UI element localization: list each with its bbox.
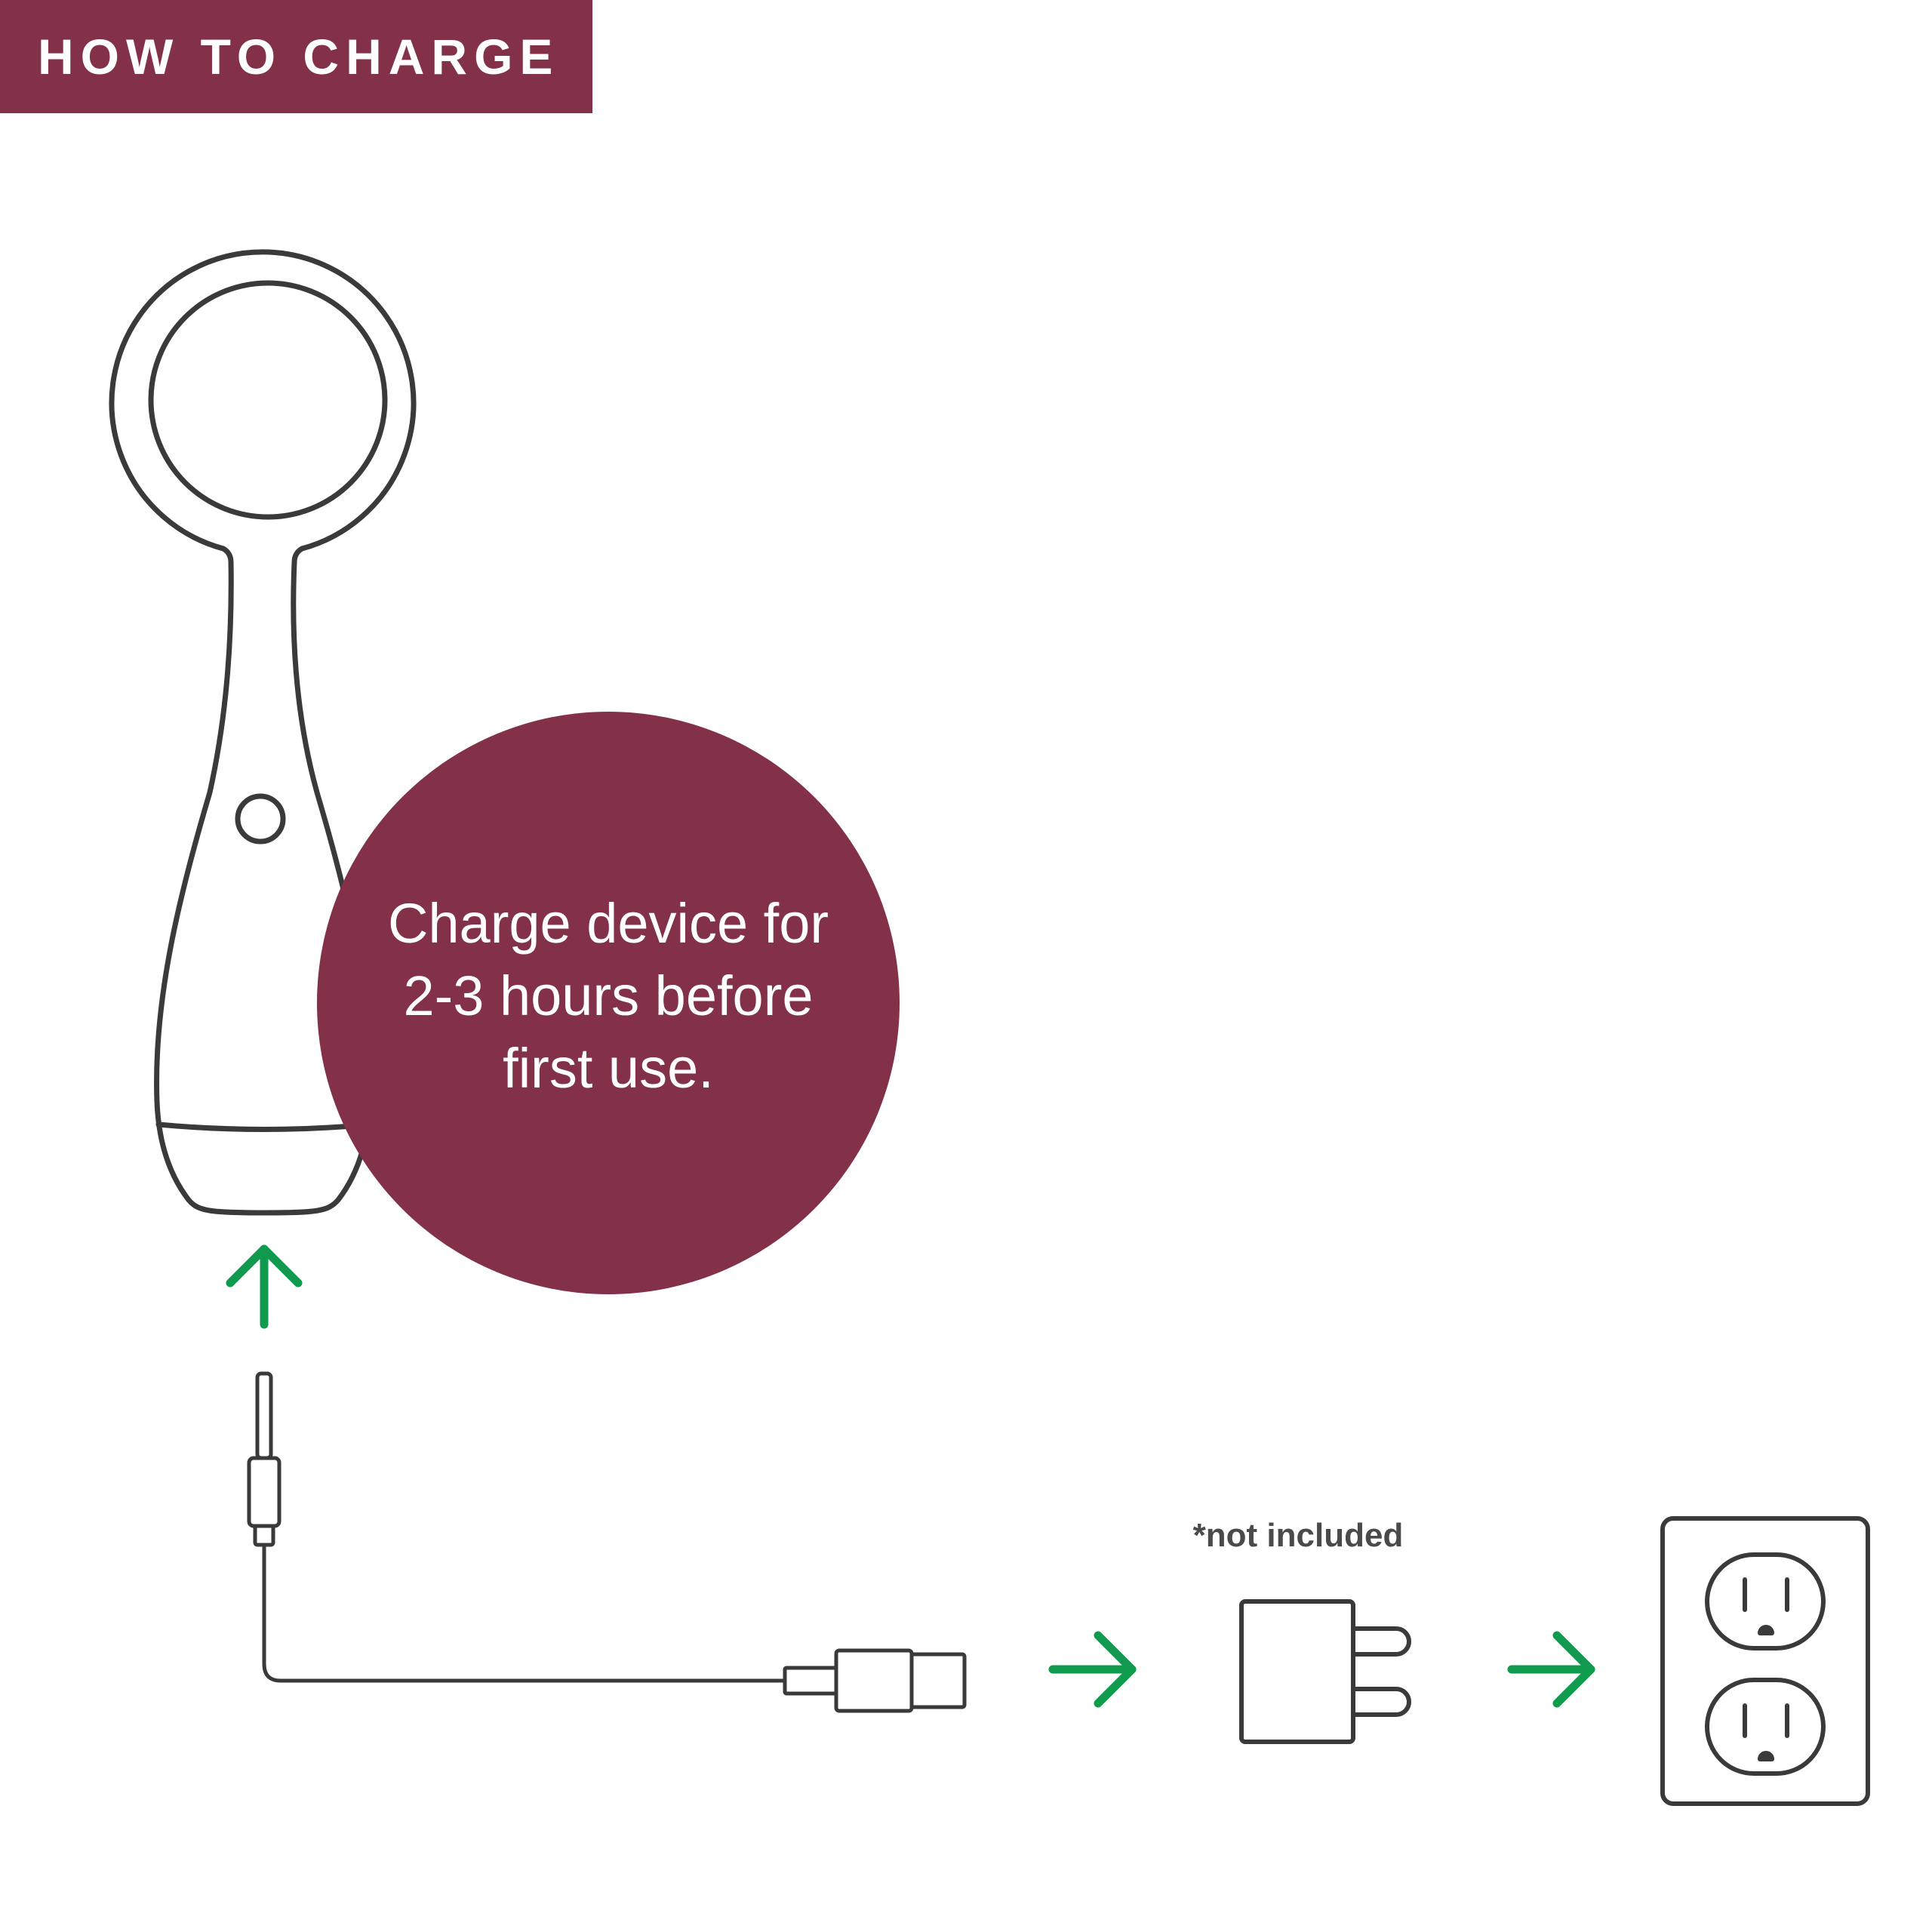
cleansing-device-icon: [109, 249, 417, 1216]
charge-instruction-callout: Charge device for 2-3 hours before first…: [317, 712, 900, 1294]
wall-adapter-icon: [1239, 1599, 1411, 1744]
page-title: HOW TO CHARGE: [38, 29, 560, 85]
title-banner: HOW TO CHARGE: [0, 0, 592, 113]
arrow-up-icon: [226, 1244, 303, 1329]
wall-outlet-icon: [1660, 1516, 1870, 1806]
arrow-right-icon: [1507, 1631, 1595, 1708]
arrow-right-icon: [1048, 1631, 1137, 1708]
charge-instruction-text: Charge device for 2-3 hours before first…: [387, 892, 829, 1100]
usb-cable-icon: [247, 1371, 967, 1713]
adapter-not-included-note: *not included: [1192, 1517, 1404, 1554]
